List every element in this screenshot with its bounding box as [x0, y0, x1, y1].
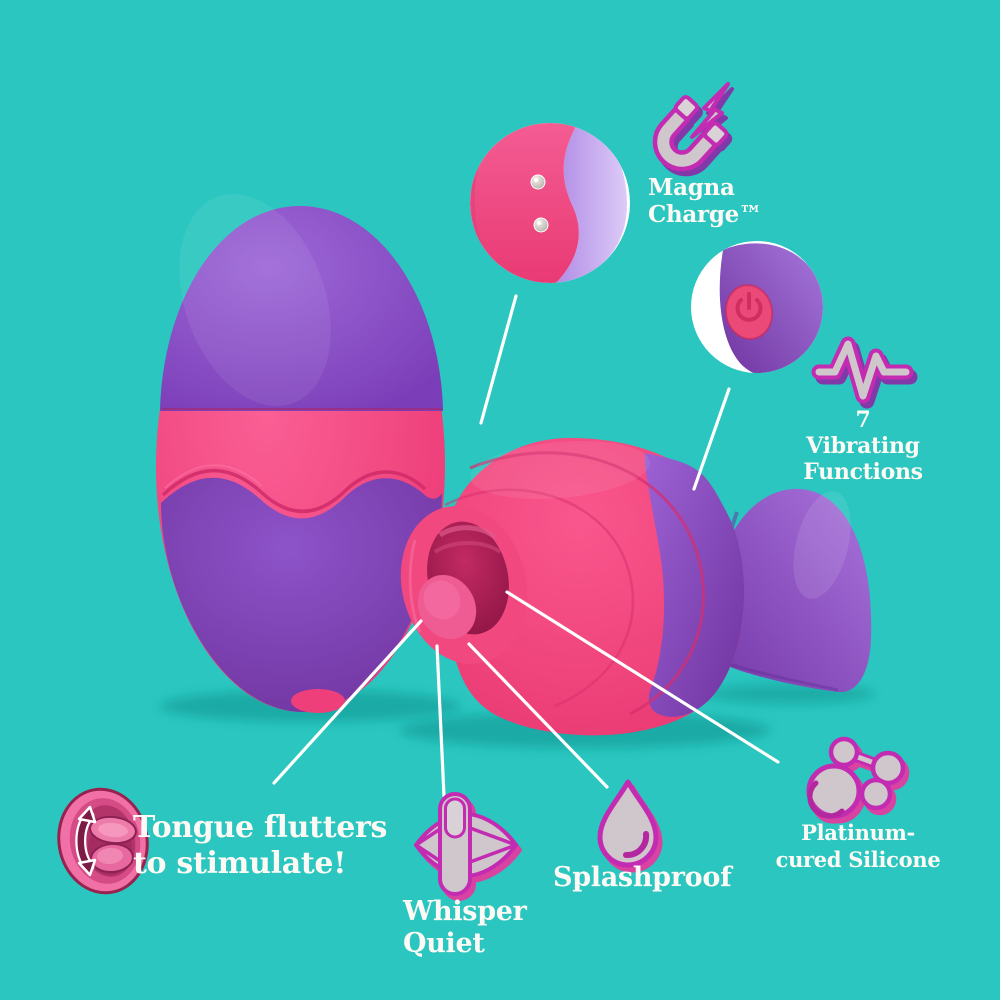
molecule-icon — [806, 736, 906, 819]
callout-line — [435, 644, 446, 798]
flutter-device — [400, 438, 745, 736]
feature-label-vibrating: 7 Vibrating Functions — [803, 407, 923, 485]
magnetic-contacts-inset — [470, 123, 630, 283]
magnet-bolt-icon — [652, 82, 730, 172]
callout-line — [505, 590, 780, 764]
feature-label-silicone: Platinum-cured Silicone — [775, 820, 941, 873]
callout-line — [479, 294, 518, 425]
power-button-inset — [691, 241, 823, 373]
feature-label-whisper: Whisper Quiet — [403, 896, 527, 959]
callout-line — [467, 642, 609, 789]
feature-label-magna-charge: Magna Charge™ — [648, 174, 762, 229]
callout-lines — [272, 294, 780, 798]
water-droplet-icon — [597, 779, 659, 868]
feature-label-splashproof: Splashproof — [553, 862, 732, 893]
mouth-tongue-icon — [57, 787, 149, 895]
callout-line — [692, 387, 731, 491]
cap-device — [710, 488, 872, 693]
callout-line — [272, 619, 423, 785]
egg-device — [155, 193, 446, 713]
pulse-wave-icon — [811, 336, 914, 404]
feature-label-tongue: Tongue flutters to stimulate! — [133, 810, 388, 881]
finger-on-lips-icon — [414, 792, 518, 896]
